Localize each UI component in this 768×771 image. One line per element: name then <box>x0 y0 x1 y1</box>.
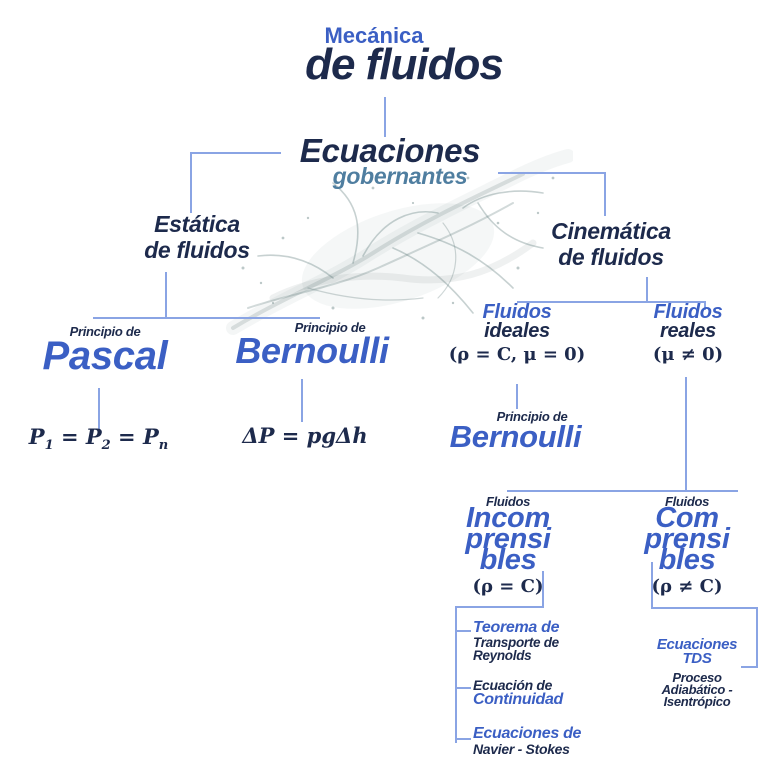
pascal-formula-p2: P <box>85 424 102 449</box>
tds-line1: Ecuaciones <box>656 636 738 653</box>
connector-statics-down <box>165 272 167 319</box>
list-item-tds: Ecuaciones TDS Proceso Adiabático - Isen… <box>637 636 757 709</box>
compressible-node: Fluidos Com prensi bles (ρ ≠ C) <box>607 495 767 597</box>
list-item-continuity: Ecuación de Continuidad <box>473 678 563 708</box>
pascal-formula-eq1: = <box>53 424 86 449</box>
page-title-eyebrow: Mecánica <box>324 23 424 48</box>
incompressible-bracket-top-v <box>542 571 544 608</box>
incompressible-name-line3: bles <box>479 544 537 576</box>
compressible-bracket-spine <box>756 607 758 668</box>
pascal-formula-sub3: n <box>158 438 169 454</box>
reynolds-line1: Teorema de <box>473 619 560 636</box>
compressible-bracket-top-v <box>651 562 653 609</box>
continuity-line2: Continuidad <box>473 691 564 708</box>
connector-kinematics-down <box>646 277 648 303</box>
continuity-line1: Ecuación de <box>473 677 553 693</box>
connector-pascal-formula <box>98 388 100 429</box>
connector-kinematics-children <box>517 301 706 303</box>
bernoulli-statics-formula: ΔP = pgΔh <box>242 423 368 448</box>
pascal-formula-sub1: 1 <box>44 438 54 454</box>
compressible-condition: (ρ ≠ C) <box>651 576 723 597</box>
incompressible-tick-3 <box>455 738 471 740</box>
governing-equations-subtitle: gobernantes <box>332 163 468 189</box>
navier-line1: Ecuaciones de <box>473 725 582 742</box>
governing-equations-title: Ecuaciones <box>299 132 481 169</box>
pascal-eyebrow: Principio de <box>69 324 141 339</box>
incompressible-node: Fluidos Incom prensi bles (ρ = C) <box>428 495 588 597</box>
connector-governing-statics-h <box>190 152 281 154</box>
statics-label-line1: Estática <box>154 211 240 237</box>
pascal-formula-p1: P <box>28 424 45 449</box>
statics-node: Estática de fluidos <box>117 211 277 263</box>
compressible-name-line3: bles <box>658 544 716 576</box>
compressible-name-line2: prensi <box>644 523 730 555</box>
incompressible-name-line1: Incom <box>466 502 550 534</box>
pascal-formula-sub2: 2 <box>101 438 111 454</box>
incompressible-tick-2 <box>455 687 471 689</box>
list-item-reynolds: Teorema de Transporte de Reynolds <box>473 619 560 663</box>
connector-bernoulli-formula <box>301 379 303 422</box>
connector-title-governing <box>384 97 386 137</box>
connector-kinematics-right-tick <box>704 301 706 310</box>
adiabatic-line2: Adiabático - <box>661 682 733 697</box>
pascal-formula: P1 = P2 = Pn <box>16 424 181 453</box>
adiabatic-line1: Proceso <box>672 670 722 685</box>
ideal-fluids-word2: ideales <box>484 320 550 342</box>
kinematics-label-line1: Cinemática <box>551 218 671 244</box>
real-fluids-node: Fluidos reales (μ ≠ 0) <box>608 301 768 365</box>
compressible-tick-1 <box>741 666 758 668</box>
pascal-title: Pascal <box>42 334 168 378</box>
ideal-fluids-word1: Fluidos <box>482 301 552 323</box>
incompressible-bracket-h <box>455 606 544 608</box>
bernoulli-ideal-eyebrow: Principio de <box>496 409 568 424</box>
incompressible-bracket-spine <box>455 606 457 743</box>
compressible-bracket-h <box>651 607 758 609</box>
compressible-eyebrow: Fluidos <box>664 494 710 509</box>
kinematics-node: Cinemática de fluidos <box>531 218 691 270</box>
connector-statics-children <box>93 317 320 319</box>
real-fluids-word2: reales <box>659 320 717 342</box>
connector-real-down <box>685 377 687 492</box>
navier-line2: Navier - Stokes <box>473 741 570 757</box>
reynolds-line2: Transporte de <box>473 635 559 650</box>
kinematics-label-line2: de fluidos <box>558 244 664 270</box>
incompressible-eyebrow: Fluidos <box>485 494 531 509</box>
list-item-navier-stokes: Ecuaciones de Navier - Stokes <box>473 725 581 756</box>
bernoulli-statics-title: Bernoulli <box>235 330 389 371</box>
ideal-fluids-node: Fluidos ideales (ρ = C, μ = 0) <box>437 301 597 365</box>
pascal-formula-eq2: = <box>110 424 143 449</box>
compressible-name-line1: Com <box>655 502 719 534</box>
incompressible-tick-1 <box>455 630 471 632</box>
water-splash-image <box>213 148 575 343</box>
tds-line2: TDS <box>682 650 712 667</box>
connector-governing-statics-v <box>190 152 192 213</box>
connector-governing-kinematics-h <box>498 172 606 174</box>
ideal-fluids-condition: (ρ = C, μ = 0) <box>448 344 586 365</box>
incompressible-name-line2: prensi <box>465 523 551 555</box>
bernoulli-ideal-title: Bernoulli <box>449 419 582 454</box>
page-title: de fluidos <box>305 40 504 89</box>
pascal-formula-p3: P <box>142 424 159 449</box>
real-fluids-condition: (μ ≠ 0) <box>652 344 724 365</box>
connector-real-children <box>507 490 738 492</box>
statics-label-line2: de fluidos <box>144 237 250 263</box>
connector-ideal-bernoulli <box>516 384 518 409</box>
reynolds-line3: Reynolds <box>473 648 532 663</box>
bernoulli-statics-eyebrow: Principio de <box>294 320 366 335</box>
connector-governing-kinematics-v <box>604 172 606 216</box>
adiabatic-line3: Isentrópico <box>663 694 731 709</box>
real-fluids-word1: Fluidos <box>653 301 723 323</box>
incompressible-condition: (ρ = C) <box>472 576 544 597</box>
